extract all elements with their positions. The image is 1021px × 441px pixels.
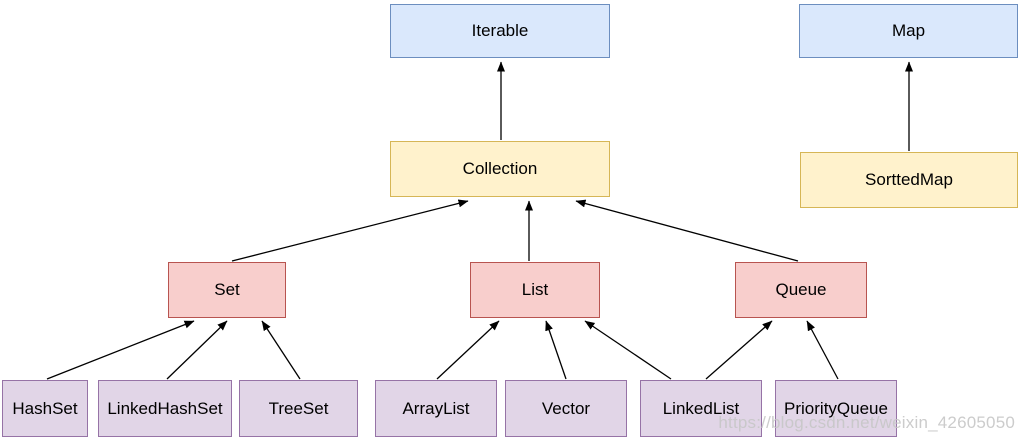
node-priorityqueue-label: PriorityQueue (784, 398, 888, 418)
node-collection-label: Collection (462, 159, 538, 178)
edge-linkedhashset-to-set (166, 320, 228, 380)
node-hashset: HashSet (2, 380, 88, 437)
node-treeset: TreeSet (239, 380, 358, 437)
node-list-label: List (521, 280, 549, 299)
node-linkedhashset-label: LinkedHashSet (107, 398, 223, 418)
node-queue: Queue (735, 262, 867, 318)
node-list: List (470, 262, 600, 318)
edge-hashset-to-set (46, 320, 195, 380)
node-linkedlist-label: LinkedList (662, 398, 740, 418)
edge-vector-to-list (545, 320, 567, 380)
node-collection: Collection (390, 141, 610, 197)
node-map-label: Map (891, 21, 926, 40)
edge-priorityqueue-to-queue (806, 320, 839, 380)
edge-treeset-to-set (261, 320, 301, 380)
node-map: Map (799, 4, 1018, 58)
edge-linkedlist-to-list (584, 320, 672, 380)
node-set-label: Set (214, 280, 240, 299)
node-linkedlist: LinkedList (640, 380, 762, 437)
node-sorttedmap: SorttedMap (800, 152, 1018, 208)
node-linkedhashset: LinkedHashSet (98, 380, 232, 437)
edge-arraylist-to-list (436, 320, 500, 380)
edge-queue-to-collection (575, 199, 799, 262)
node-iterable-label: Iterable (471, 21, 529, 40)
edge-linkedlist-to-queue (705, 320, 773, 380)
node-vector-label: Vector (541, 398, 591, 418)
node-priorityqueue: PriorityQueue (775, 380, 897, 437)
node-hashset-label: HashSet (12, 398, 78, 418)
edge-set-to-collection (231, 199, 469, 262)
node-treeset-label: TreeSet (268, 398, 329, 418)
node-arraylist: ArrayList (375, 380, 497, 437)
node-sorttedmap-label: SorttedMap (865, 170, 953, 189)
node-arraylist-label: ArrayList (402, 398, 470, 418)
node-queue-label: Queue (775, 280, 827, 299)
node-set: Set (168, 262, 286, 318)
node-vector: Vector (505, 380, 627, 437)
node-iterable: Iterable (390, 4, 610, 58)
